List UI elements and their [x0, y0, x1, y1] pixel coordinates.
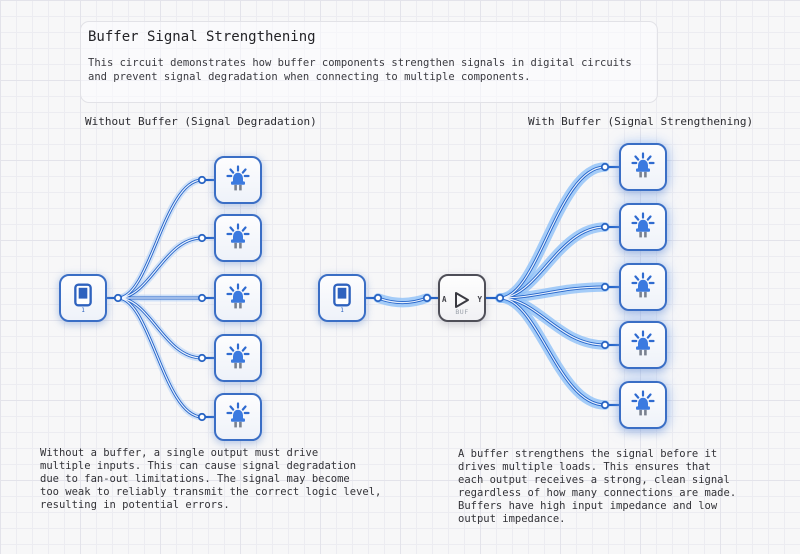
- led-output-left-2[interactable]: [214, 214, 262, 262]
- led-output-left-4[interactable]: [214, 334, 262, 382]
- led-icon: [630, 390, 656, 420]
- description-line-2: and prevent signal degradation when conn…: [88, 71, 531, 83]
- led-icon: [225, 402, 251, 432]
- led-output-right-3[interactable]: [619, 263, 667, 311]
- led-output-right-2[interactable]: [619, 203, 667, 251]
- led-icon: [225, 343, 251, 373]
- left-fanout-wires[interactable]: [118, 180, 202, 417]
- led-output-left-1[interactable]: [214, 156, 262, 204]
- led-output-right-4[interactable]: [619, 321, 667, 369]
- buffer-type-label: BUF: [455, 308, 469, 316]
- left-section-heading: Without Buffer (Signal Degradation): [85, 115, 317, 128]
- toggle-switch-icon: [74, 283, 92, 307]
- right-fanout-wires[interactable]: [378, 167, 605, 405]
- led-icon: [225, 165, 251, 195]
- page-title: Buffer Signal Strengthening: [88, 29, 316, 45]
- led-output-right-5[interactable]: [619, 381, 667, 429]
- input-switch-left[interactable]: 1: [59, 274, 107, 322]
- led-icon: [630, 212, 656, 242]
- led-icon: [630, 152, 656, 182]
- led-icon: [225, 283, 251, 313]
- led-icon: [225, 223, 251, 253]
- input-switch-right[interactable]: 1: [318, 274, 366, 322]
- description-line-1: This circuit demonstrates how buffer com…: [88, 57, 632, 69]
- title-panel: [80, 21, 658, 103]
- toggle-switch-icon: [333, 283, 351, 307]
- buffer-gate[interactable]: A Y BUF: [438, 274, 486, 322]
- connection-nodes: [113, 162, 610, 422]
- led-output-left-5[interactable]: [214, 393, 262, 441]
- buffer-triangle-icon: [455, 291, 469, 308]
- led-output-left-3[interactable]: [214, 274, 262, 322]
- led-output-right-1[interactable]: [619, 143, 667, 191]
- right-explanation-note: A buffer strengthens the signal before i…: [458, 448, 737, 525]
- led-icon: [630, 272, 656, 302]
- input-value-label: 1: [340, 306, 344, 314]
- buffer-input-pin-label: A: [442, 295, 447, 304]
- left-explanation-note: Without a buffer, a single output must d…: [40, 447, 382, 511]
- input-value-label: 1: [81, 306, 85, 314]
- right-section-heading: With Buffer (Signal Strengthening): [528, 115, 754, 128]
- led-icon: [630, 330, 656, 360]
- buffer-output-pin-label: Y: [477, 295, 482, 304]
